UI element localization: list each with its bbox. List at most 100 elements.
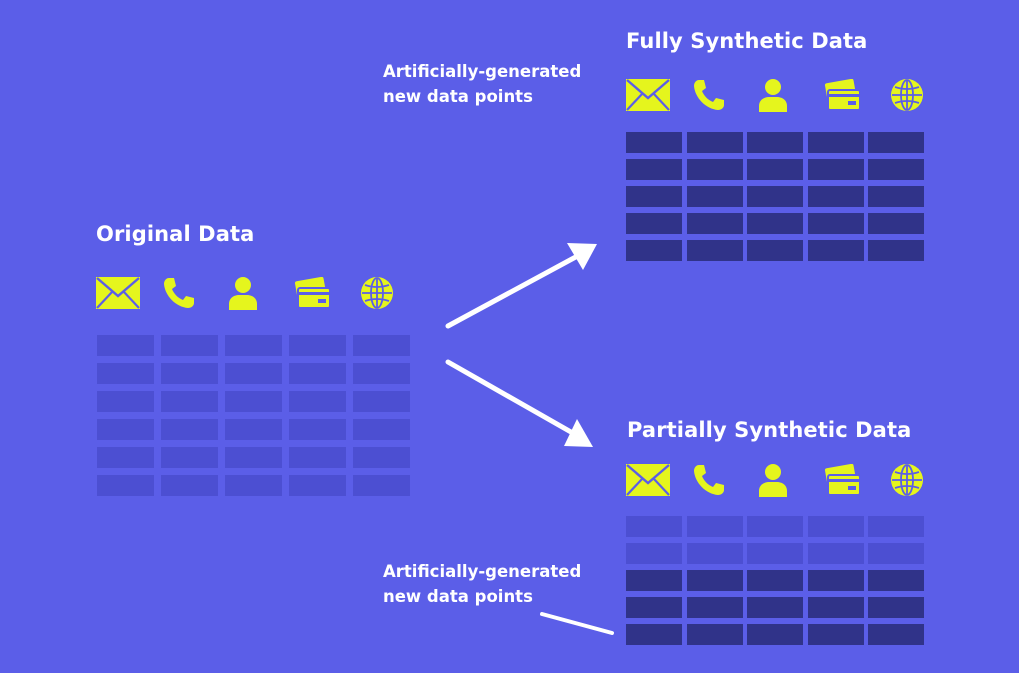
original-data-cell xyxy=(353,475,410,496)
phone-icon xyxy=(692,460,758,500)
original-data-cell xyxy=(161,447,218,468)
synthetic-data-cell xyxy=(868,624,924,645)
original-data-cell xyxy=(161,419,218,440)
synthetic-data-cell xyxy=(868,132,924,153)
original-data-cell xyxy=(225,391,282,412)
original-data-cell xyxy=(161,363,218,384)
synthetic-data-cell xyxy=(747,240,803,261)
synthetic-data-cell xyxy=(747,624,803,645)
original-data-cell xyxy=(97,363,154,384)
synthetic-data-cell xyxy=(807,240,864,261)
globe-icon xyxy=(360,273,426,313)
original-data-cell xyxy=(289,335,346,356)
original-data-cell xyxy=(97,475,154,496)
note-pointer-line xyxy=(540,612,614,635)
fully-synthetic-note-line-2: new data points xyxy=(383,87,533,106)
synthetic-data-cell xyxy=(686,213,743,234)
original-data-cell xyxy=(353,335,410,356)
synthetic-data-cell xyxy=(626,570,682,591)
original-data-cell xyxy=(807,543,864,564)
original-icon-row xyxy=(96,273,426,313)
synthetic-data-cell xyxy=(868,240,924,261)
original-data-cell xyxy=(161,475,218,496)
synthetic-data-cell xyxy=(868,570,924,591)
original-data-cell xyxy=(747,543,803,564)
arrow-to-partially-synthetic-head xyxy=(564,419,593,447)
envelope-icon xyxy=(626,75,692,115)
partially-synthetic-note-line-2: new data points xyxy=(383,587,533,606)
synthetic-data-cell xyxy=(807,624,864,645)
original-data-cell xyxy=(747,516,803,537)
fully-synthetic-title: Fully Synthetic Data xyxy=(626,29,868,53)
original-data-cell xyxy=(289,475,346,496)
arrow-to-partially-synthetic-shaft xyxy=(445,359,581,439)
synthetic-data-cell xyxy=(747,186,803,207)
original-data-cell xyxy=(868,543,924,564)
envelope-icon xyxy=(96,273,162,313)
synthetic-data-cell xyxy=(686,240,743,261)
original-data-table xyxy=(97,335,410,496)
synthetic-data-cell xyxy=(868,159,924,180)
synthetic-data-cell xyxy=(807,132,864,153)
original-data-cell xyxy=(161,335,218,356)
original-data-cell xyxy=(225,475,282,496)
phone-icon xyxy=(692,75,758,115)
synthetic-data-cell xyxy=(626,240,682,261)
synthetic-data-cell xyxy=(626,597,682,618)
original-data-cell xyxy=(686,516,743,537)
original-data-cell xyxy=(353,419,410,440)
original-data-cell xyxy=(97,391,154,412)
synthetic-data-cell xyxy=(747,597,803,618)
original-data-cell xyxy=(225,363,282,384)
original-data-cell xyxy=(626,543,682,564)
globe-icon xyxy=(890,460,956,500)
synthetic-data-cell xyxy=(747,159,803,180)
original-data-cell xyxy=(225,447,282,468)
synthetic-data-cell xyxy=(868,186,924,207)
original-data-cell xyxy=(868,516,924,537)
synthetic-data-cell xyxy=(807,186,864,207)
original-data-cell xyxy=(686,543,743,564)
credit-card-icon xyxy=(294,273,360,313)
synthetic-data-cell xyxy=(626,624,682,645)
fully-synthetic-icon-row xyxy=(626,75,956,115)
original-data-cell xyxy=(353,447,410,468)
partially-synthetic-note-line-1: Artificially-generated xyxy=(383,562,582,581)
fully-synthetic-note-line-1: Artificially-generated xyxy=(383,62,582,81)
globe-icon xyxy=(890,75,956,115)
partially-synthetic-note: Artificially-generated new data points xyxy=(383,559,603,609)
synthetic-data-cell xyxy=(868,213,924,234)
credit-card-icon xyxy=(824,460,890,500)
synthetic-data-cell xyxy=(686,624,743,645)
person-icon xyxy=(228,273,294,313)
synthetic-data-cell xyxy=(807,597,864,618)
fully-synthetic-note: Artificially-generated new data points xyxy=(383,59,603,109)
person-icon xyxy=(758,460,824,500)
original-data-cell xyxy=(626,516,682,537)
original-data-cell xyxy=(807,516,864,537)
synthetic-data-cell xyxy=(686,132,743,153)
original-data-cell xyxy=(353,391,410,412)
original-data-cell xyxy=(289,363,346,384)
original-data-cell xyxy=(225,419,282,440)
original-data-cell xyxy=(353,363,410,384)
synthetic-data-cell xyxy=(807,159,864,180)
person-icon xyxy=(758,75,824,115)
phone-icon xyxy=(162,273,228,313)
original-data-cell xyxy=(97,419,154,440)
partially-synthetic-table xyxy=(626,516,924,645)
original-data-cell xyxy=(289,391,346,412)
synthetic-data-cell xyxy=(747,570,803,591)
partially-synthetic-icon-row xyxy=(626,460,956,500)
original-data-cell xyxy=(289,447,346,468)
original-data-cell xyxy=(97,335,154,356)
credit-card-icon xyxy=(824,75,890,115)
synthetic-data-cell xyxy=(686,159,743,180)
synthetic-data-cell xyxy=(626,132,682,153)
synthetic-data-cell xyxy=(868,597,924,618)
arrow-to-fully-synthetic-shaft xyxy=(445,250,586,329)
synthetic-data-cell xyxy=(686,597,743,618)
partially-synthetic-title: Partially Synthetic Data xyxy=(627,418,912,442)
synthetic-data-cell xyxy=(807,213,864,234)
